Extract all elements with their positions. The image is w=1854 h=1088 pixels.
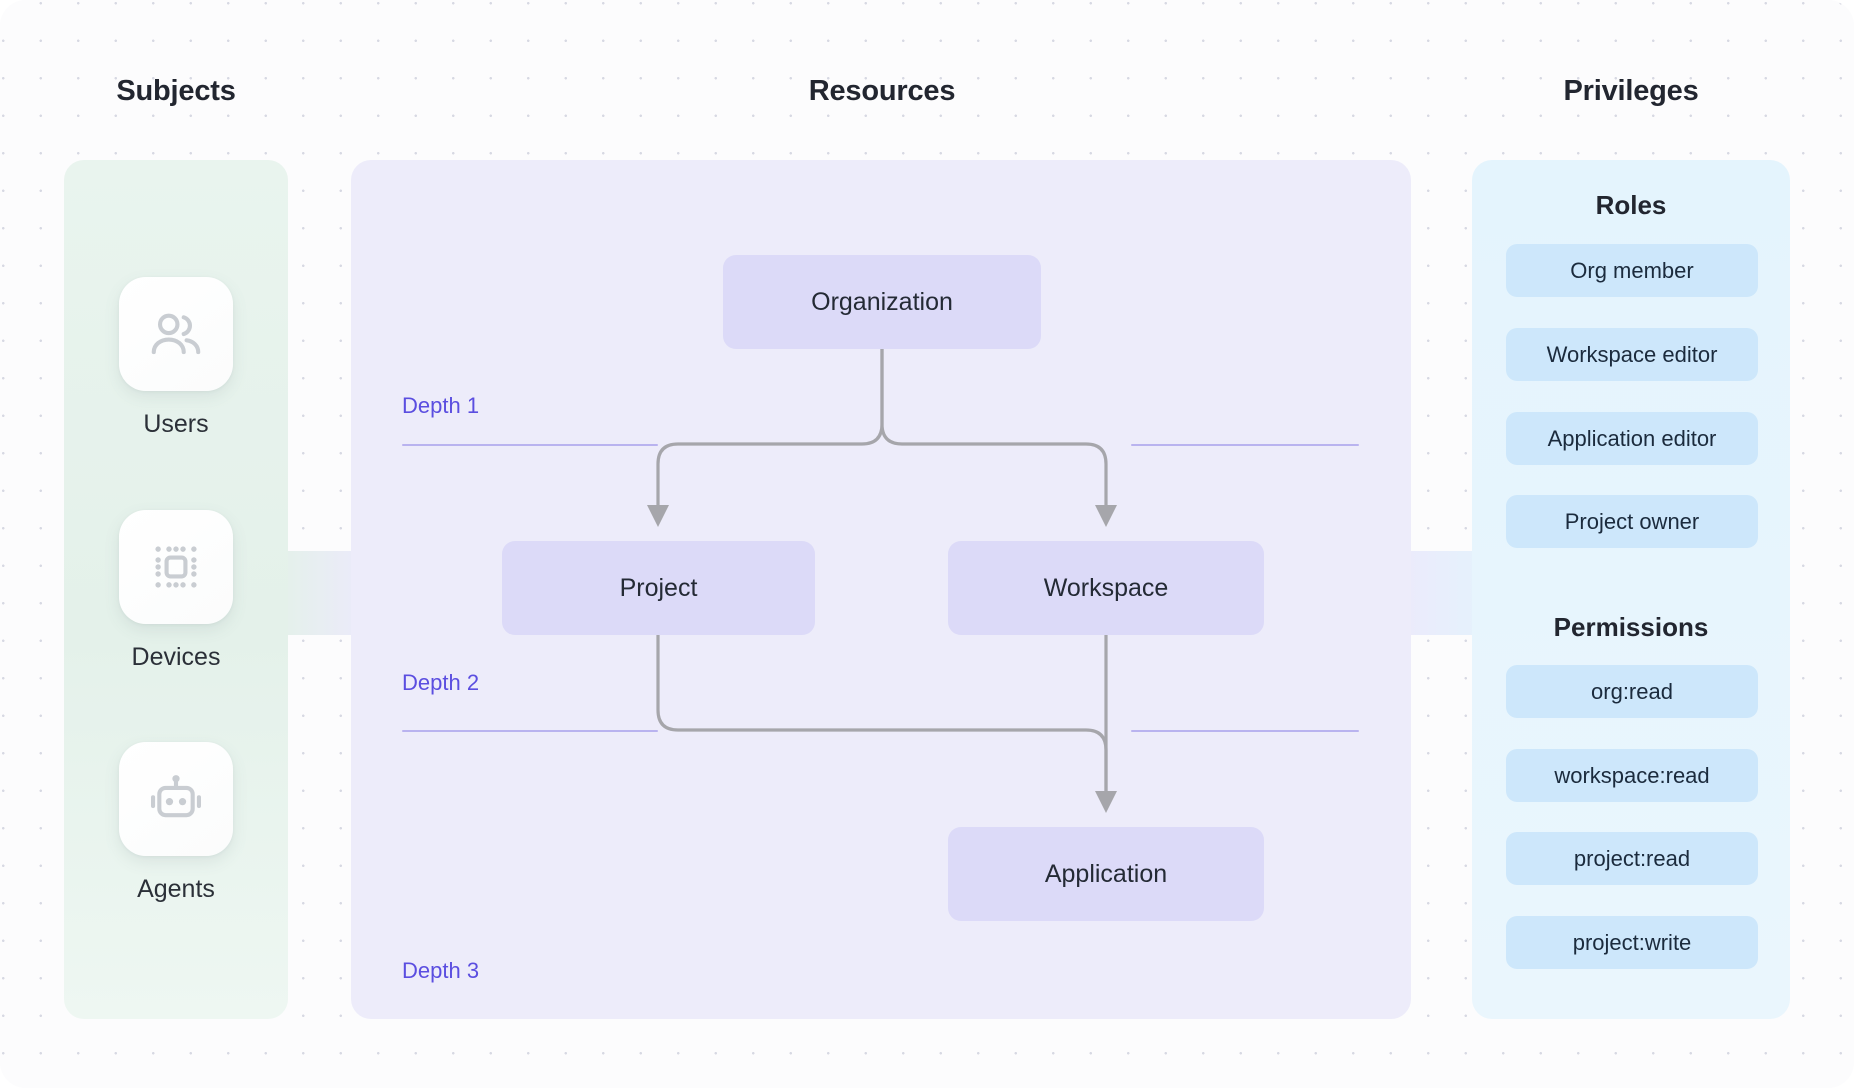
users-icon — [119, 277, 233, 391]
subject-card-users[interactable]: Users — [64, 277, 288, 439]
permission-chip[interactable]: workspace:read — [1506, 749, 1758, 802]
resource-node-organization[interactable]: Organization — [723, 255, 1041, 349]
depth-label-3: Depth 3 — [402, 958, 480, 983]
depth-label-1: Depth 1 — [402, 393, 480, 418]
resource-node-application[interactable]: Application — [948, 827, 1264, 921]
depth-rule-2-right — [1131, 730, 1359, 732]
role-chip[interactable]: Application editor — [1506, 412, 1758, 465]
role-chip[interactable]: Project owner — [1506, 495, 1758, 548]
depth-label-2: Depth 2 — [402, 670, 480, 695]
depth-rule-1-right — [1131, 444, 1359, 446]
robot-icon — [119, 742, 233, 856]
subject-card-devices[interactable]: Devices — [64, 510, 288, 672]
column-title-privileges: Privileges — [1563, 75, 1699, 107]
permission-chip[interactable]: project:write — [1506, 916, 1758, 969]
resource-node-project[interactable]: Project — [502, 541, 815, 635]
permission-chip[interactable]: project:read — [1506, 832, 1758, 885]
cpu-chip-icon — [119, 510, 233, 624]
privileges-group-title-permissions: Permissions — [1553, 612, 1709, 642]
subject-card-agents[interactable]: Agents — [64, 742, 288, 904]
depth-rule-1-left — [402, 444, 658, 446]
subject-label: Devices — [131, 643, 221, 671]
privileges-panel: Roles Org member Workspace editor Applic… — [1472, 160, 1790, 1019]
column-title-subjects: Subjects — [116, 75, 236, 107]
privileges-group-title-roles: Roles — [1595, 190, 1667, 220]
column-title-resources: Resources — [808, 75, 956, 107]
role-chip[interactable]: Workspace editor — [1506, 328, 1758, 381]
permission-chip[interactable]: org:read — [1506, 665, 1758, 718]
subject-label: Agents — [137, 875, 215, 903]
role-chip[interactable]: Org member — [1506, 244, 1758, 297]
resource-node-workspace[interactable]: Workspace — [948, 541, 1264, 635]
subject-label: Users — [143, 410, 209, 438]
subjects-panel: Users — [64, 160, 288, 1019]
depth-rule-2-left — [402, 730, 658, 732]
